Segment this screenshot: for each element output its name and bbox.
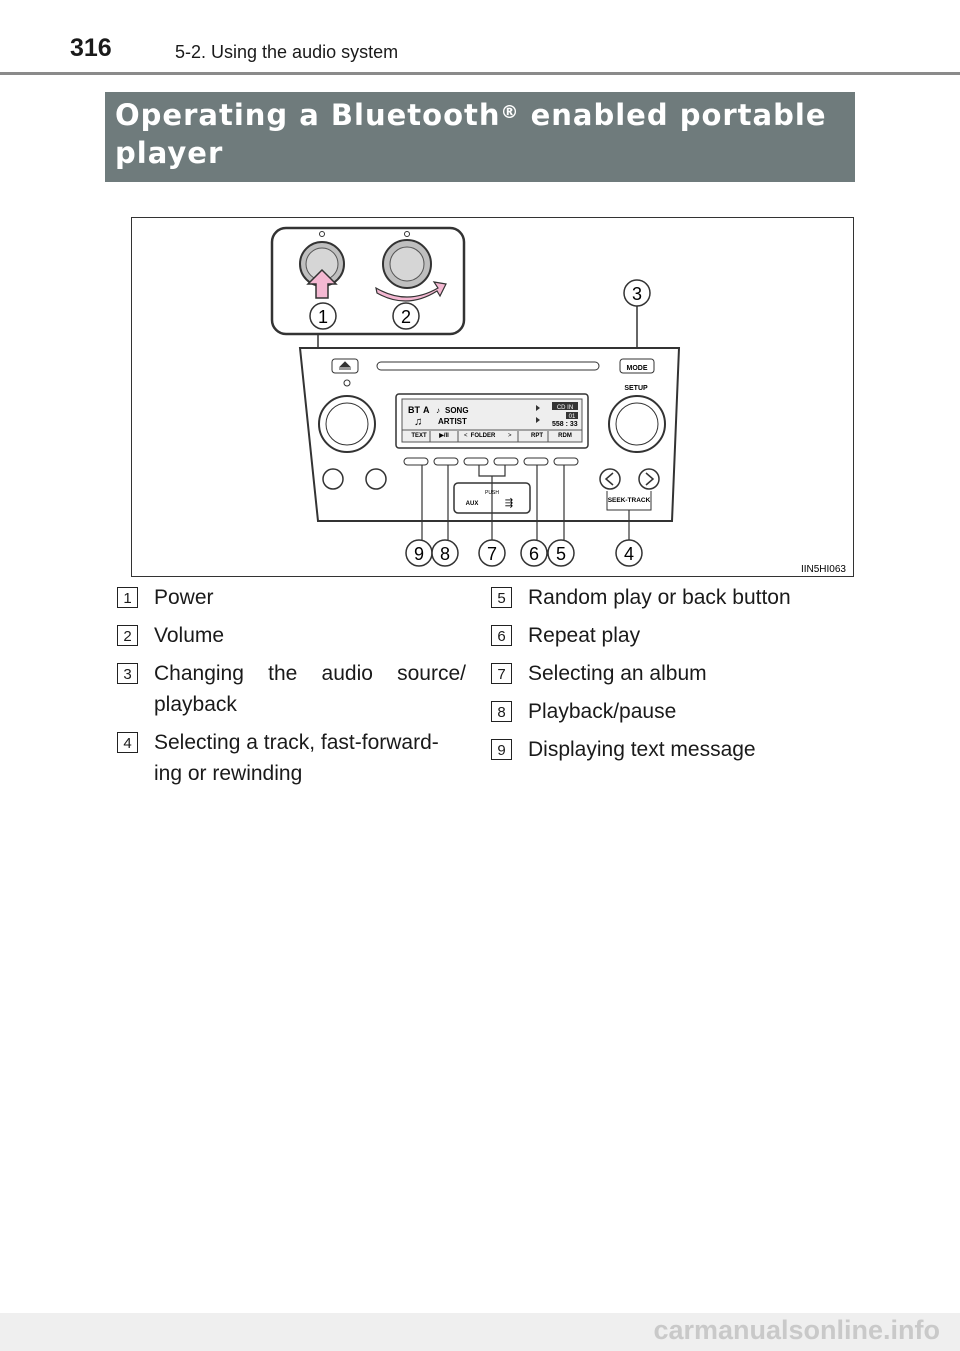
- legend-num: 4: [117, 732, 138, 753]
- legend-item-4: 4 Selecting a track, fast-forward- ing o…: [114, 727, 466, 789]
- legend-left: 1 Power 2 Volume 3 Changing the audio so…: [114, 582, 466, 796]
- power-mark-icon: [319, 231, 325, 237]
- cd-slot: [376, 361, 600, 371]
- callout-6: 6: [520, 539, 548, 567]
- callout-1: 1: [309, 302, 337, 330]
- legend-right: 5 Random play or back button 6 Repeat pl…: [488, 582, 828, 772]
- svg-text:5: 5: [556, 544, 566, 564]
- legend-num: 6: [491, 625, 512, 646]
- registered-mark: ®: [500, 102, 520, 123]
- callout-9: 9: [405, 539, 433, 567]
- legend-item-1: 1 Power: [114, 582, 466, 613]
- legend-text: Random play or back button: [528, 586, 791, 609]
- legend-text-line2: playback: [154, 693, 237, 716]
- watermark: carmanualsonline.info: [653, 1315, 940, 1345]
- callout-2: 2: [392, 302, 420, 330]
- legend-text: Power: [154, 586, 214, 609]
- seek-back-icon: [604, 472, 614, 486]
- legend-text: Repeat play: [528, 624, 641, 647]
- figure-code: IIN5HI063: [801, 564, 846, 575]
- svg-text:4: 4: [624, 544, 634, 564]
- svg-text:6: 6: [529, 544, 539, 564]
- legend-num: 5: [491, 587, 512, 608]
- callout-4: 4: [615, 539, 643, 567]
- title-text-2: enabled portable: [519, 98, 827, 132]
- svg-text:558 : 33: 558 : 33: [552, 421, 578, 428]
- svg-text:TEXT: TEXT: [411, 433, 427, 439]
- legend-num: 7: [491, 663, 512, 684]
- svg-text:2: 2: [401, 307, 411, 327]
- svg-text:▶/II: ▶/II: [438, 432, 449, 439]
- svg-text:1: 1: [318, 307, 328, 327]
- header-rule: [0, 72, 960, 75]
- page-title: Operating a Bluetooth® enabled portable …: [105, 92, 855, 182]
- legend-text: Displaying text message: [528, 738, 756, 761]
- svg-text:AUX: AUX: [466, 501, 479, 507]
- legend-item-9: 9 Displaying text message: [488, 734, 828, 765]
- legend-text: Selecting an album: [528, 662, 707, 685]
- svg-text:01: 01: [569, 414, 576, 420]
- legend-item-7: 7 Selecting an album: [488, 658, 828, 689]
- legend-num: 1: [117, 587, 138, 608]
- page-number: 316: [70, 34, 112, 62]
- audio-unit-illustration: 1 2 3 MODE SETUP BT A ♪ SONG: [131, 217, 854, 577]
- svg-text:CD IN: CD IN: [557, 405, 573, 411]
- svg-text:MODE: MODE: [627, 365, 648, 372]
- svg-text:ARTIST: ARTIST: [438, 417, 467, 426]
- footer-bar: carmanualsonline.info: [0, 1313, 960, 1351]
- legend-item-6: 6 Repeat play: [488, 620, 828, 651]
- mode-button: [619, 358, 655, 374]
- legend-num: 9: [491, 739, 512, 760]
- svg-text:SONG: SONG: [445, 406, 469, 415]
- callout-5: 5: [547, 539, 575, 567]
- legend-num: 8: [491, 701, 512, 722]
- seek-forward-icon: [645, 472, 655, 486]
- svg-text:8: 8: [440, 544, 450, 564]
- title-line-2: player: [115, 136, 224, 170]
- svg-text:9: 9: [414, 544, 424, 564]
- svg-text:<: <: [464, 433, 468, 439]
- svg-text:BT: BT: [408, 405, 420, 415]
- svg-text:♪: ♪: [436, 406, 440, 415]
- legend-item-8: 8 Playback/pause: [488, 696, 828, 727]
- svg-text:♫: ♫: [414, 416, 422, 428]
- usb-icon: ⇶: [505, 497, 513, 509]
- press-arrow-icon: [306, 268, 338, 299]
- power-mark-icon-2: [404, 231, 410, 237]
- svg-text:>: >: [508, 433, 512, 439]
- svg-text:RPT: RPT: [531, 433, 543, 439]
- legend-text: Playback/pause: [528, 700, 677, 723]
- legend-text-line1: Changing the audio source/: [154, 662, 466, 685]
- rotate-arrow-icon: [375, 281, 447, 302]
- legend-item-3: 3 Changing the audio source/ playback: [114, 658, 466, 720]
- svg-text:RDM: RDM: [558, 433, 572, 439]
- legend-item-5: 5 Random play or back button: [488, 582, 828, 613]
- svg-text:7: 7: [487, 544, 497, 564]
- callout-7: 7: [478, 539, 506, 567]
- legend-text: Volume: [154, 624, 225, 647]
- svg-text:SEEK-TRACK: SEEK-TRACK: [608, 497, 651, 504]
- legend-text-line2: ing or rewinding: [154, 762, 303, 785]
- legend-num: 3: [117, 663, 138, 684]
- legend-item-2: 2 Volume: [114, 620, 466, 651]
- title-text: Operating a Bluetooth: [115, 98, 501, 132]
- svg-text:FOLDER: FOLDER: [471, 433, 496, 439]
- svg-text:3: 3: [632, 284, 642, 304]
- svg-text:A: A: [423, 405, 430, 415]
- legend-num: 2: [117, 625, 138, 646]
- legend-text-line1: Selecting a track, fast-forward-: [154, 731, 439, 754]
- eject-icon: [338, 361, 352, 370]
- svg-text:SETUP: SETUP: [624, 385, 648, 392]
- callout-8: 8: [431, 539, 459, 567]
- section-title: 5-2. Using the audio system: [175, 42, 399, 62]
- callout-3: 3: [623, 279, 651, 307]
